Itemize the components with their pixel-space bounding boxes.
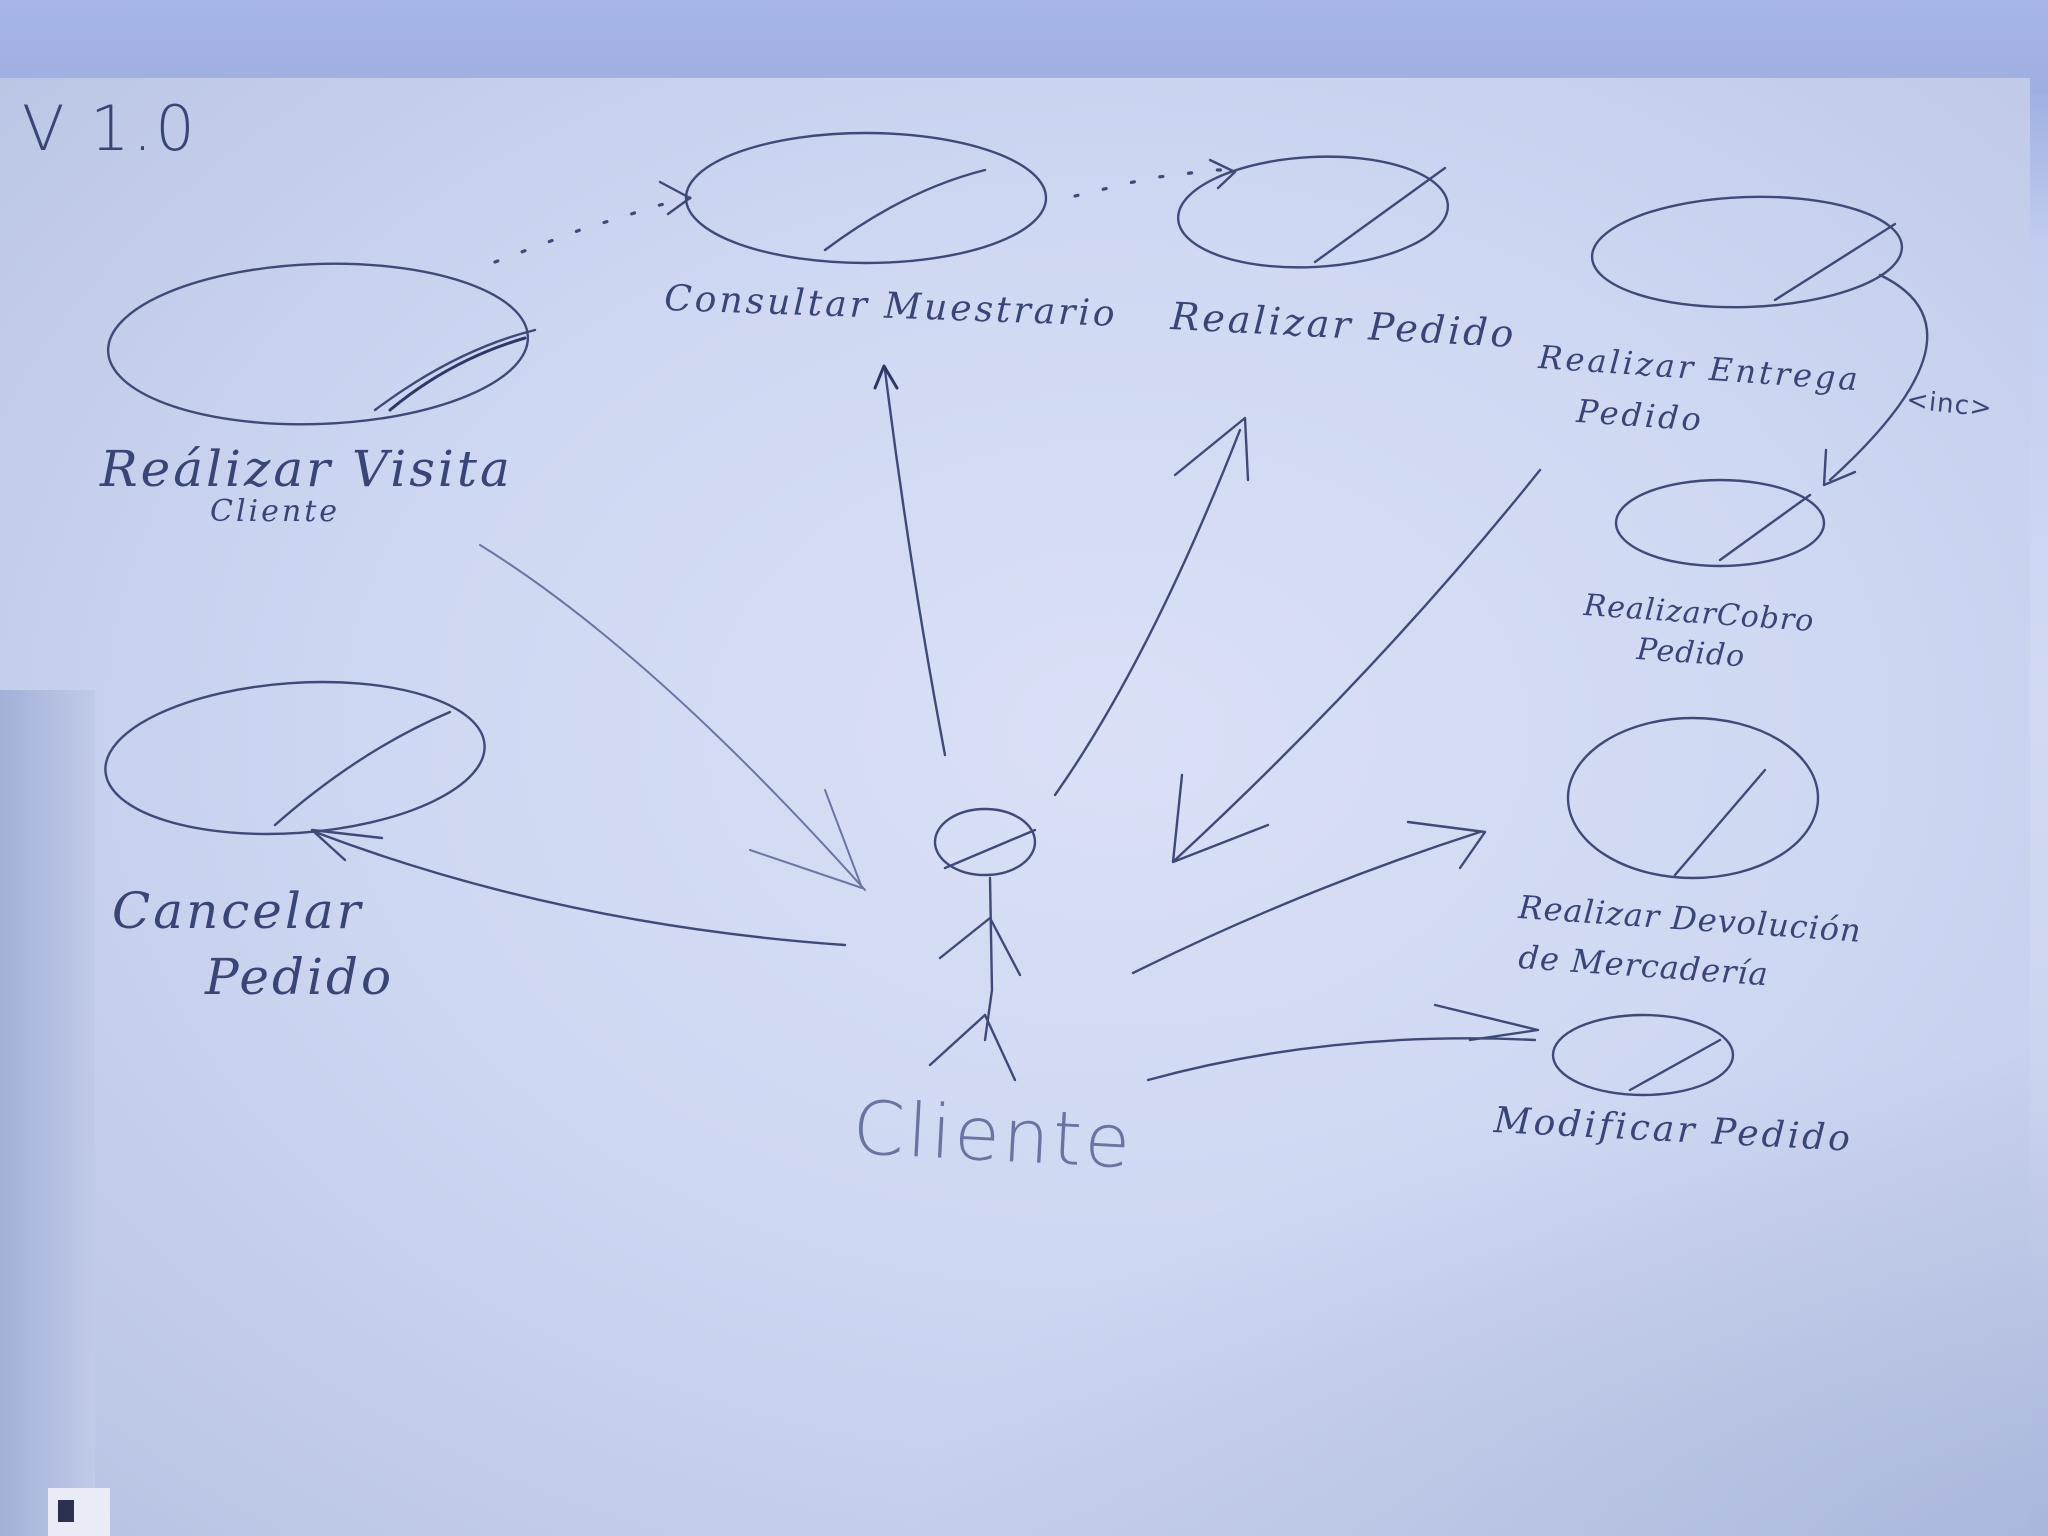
association-entrega (1171, 468, 1542, 864)
include-arrow-entrega-to-cobro (1822, 273, 1929, 487)
whiteboard-frame-edge (0, 690, 95, 1536)
actor-label-cliente: Cliente (850, 1085, 1136, 1186)
use-case-ellipse-realizar-cobro (1614, 478, 1826, 568)
use-case-label-cancelar-pedido: Cancelar (112, 882, 364, 940)
dependency-arrow-visita-to-consultar (493, 180, 692, 264)
association-cancelar (310, 828, 847, 947)
use-case-ellipse-consultar-muestrario (684, 131, 1048, 265)
use-case-ellipse-realizar-visita (106, 262, 537, 426)
lighting-shadow (900, 1050, 2048, 1536)
use-case-label-realizar-visita-line2: Cliente (210, 494, 341, 529)
use-case-label-realizar-visita: Reálizar Visita (100, 440, 513, 498)
use-case-ellipse-realizar-pedido (1176, 155, 1450, 269)
association-realizar-pedido (1053, 416, 1250, 797)
association-modificar (1146, 1003, 1540, 1082)
version-label: V 1.0 (22, 92, 198, 165)
use-case-ellipse-modificar-pedido (1551, 1013, 1735, 1097)
use-case-ellipse-realizar-devolucion (1566, 716, 1820, 880)
dependency-arrow-consultar-to-pedido (1073, 158, 1237, 198)
association-visita (479, 544, 866, 891)
use-case-ellipse-realizar-entrega (1590, 195, 1904, 309)
use-case-ellipse-cancelar-pedido (104, 680, 486, 836)
use-case-label-cancelar-pedido-line2: Pedido (205, 948, 395, 1006)
board-corner-mark (58, 1500, 74, 1522)
whiteboard (0, 78, 2030, 1536)
use-case-label-realizar-cobro-line2: Pedido (1635, 632, 1747, 675)
actor-stick-figure (928, 807, 1037, 1082)
association-devolucion (1131, 820, 1487, 975)
association-consultar (873, 364, 947, 757)
